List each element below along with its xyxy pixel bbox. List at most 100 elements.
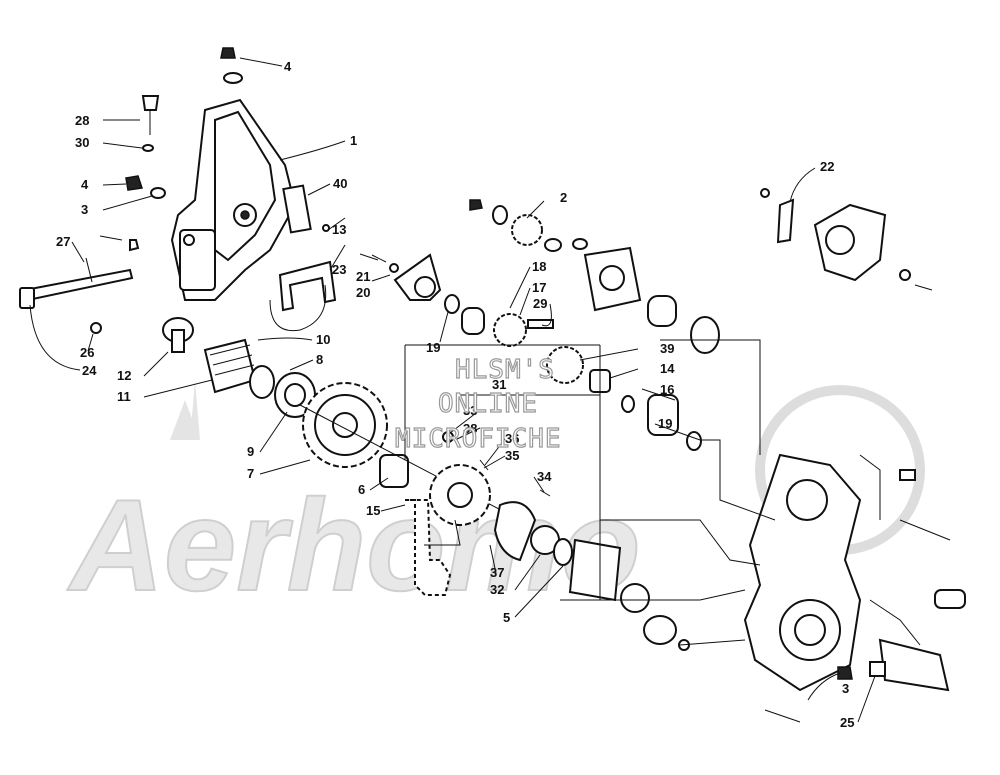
callout-labels: 1 2 3 3 4 4 5 6 7 8 9 10 11 12 13 14 15 … — [56, 59, 854, 730]
callout-19-right: 19 — [658, 416, 672, 431]
callout-14: 14 — [660, 361, 675, 376]
bushing-stem — [171, 329, 185, 353]
callout-39: 39 — [660, 341, 674, 356]
callout-32: 32 — [490, 582, 504, 597]
callout-40: 40 — [333, 176, 347, 191]
washer-19b — [621, 395, 635, 413]
tensioner-bearing — [414, 276, 436, 298]
spring-washer-hole — [284, 383, 306, 407]
cover-bolt — [99, 235, 123, 241]
callout-37: 37 — [490, 565, 504, 580]
shift-shaft — [23, 268, 134, 302]
gearcase-lower-bore — [794, 614, 826, 646]
gearcase-group — [743, 453, 966, 723]
dipstick-cap — [141, 95, 160, 111]
gearcase-upper-boss — [786, 479, 828, 521]
seal-lower — [553, 538, 573, 566]
idler-shaft — [647, 394, 679, 436]
chaincase-cover-group — [19, 47, 337, 334]
callout-24: 24 — [82, 363, 97, 378]
vent-fitting — [899, 469, 916, 481]
bearing-plate-bore — [599, 265, 625, 291]
idler-gear — [493, 313, 527, 347]
callout-9: 9 — [247, 444, 254, 459]
callout-25: 25 — [840, 715, 854, 730]
upper-washer — [492, 205, 508, 225]
callout-26: 26 — [80, 345, 94, 360]
callout-3-left: 3 — [81, 202, 88, 217]
callout-35: 35 — [505, 448, 519, 463]
lock-washer — [442, 431, 454, 443]
o-ring — [142, 144, 154, 152]
watermark-castle-icon — [170, 380, 200, 440]
watermark-text: HLSM'S ONLINE MICROFICHE — [394, 354, 562, 454]
lower-bearing — [620, 583, 650, 613]
callout-19-left: 19 — [426, 340, 440, 355]
brake-pad-bracket — [776, 198, 795, 244]
tensioner-washer — [389, 263, 399, 273]
reverse-gear — [546, 346, 584, 384]
callout-3-lower: 3 — [842, 681, 849, 696]
callout-27: 27 — [56, 234, 70, 249]
watermark-line-3: MICROFICHE — [395, 424, 562, 454]
callout-13: 13 — [332, 222, 346, 237]
callout-5: 5 — [503, 610, 510, 625]
callout-16: 16 — [660, 382, 674, 397]
short-bolt — [479, 459, 489, 471]
callout-30: 30 — [75, 135, 89, 150]
brake-disc-segment — [493, 501, 537, 562]
caliper-nut — [760, 188, 770, 198]
callout-38: 38 — [463, 421, 477, 436]
cover-nut — [125, 175, 143, 191]
callout-18: 18 — [532, 259, 546, 274]
upper-sprocket — [511, 214, 543, 246]
callout-29: 29 — [533, 296, 547, 311]
caliper-washer — [899, 269, 911, 281]
upper-bearing — [647, 295, 677, 327]
small-screw — [322, 224, 330, 232]
callout-23: 23 — [332, 262, 346, 277]
callout-31: 31 — [492, 377, 506, 392]
set-screw — [539, 489, 551, 497]
callout-11: 11 — [117, 389, 131, 404]
gear-train-group — [359, 199, 720, 451]
watermark-line-2: ONLINE — [438, 389, 538, 419]
idler-pin — [527, 319, 554, 329]
upper-collar — [572, 238, 588, 250]
callout-2: 2 — [560, 190, 567, 205]
bracket — [278, 260, 337, 312]
cover-bearing-hole — [240, 210, 250, 220]
callout-21: 21 — [356, 269, 370, 284]
caliper-bolt — [914, 284, 933, 291]
star-washer — [129, 239, 140, 252]
cover-washer — [150, 187, 166, 199]
nut-small — [90, 322, 102, 334]
gasket-pad — [282, 184, 312, 234]
callout-12: 12 — [117, 368, 131, 383]
callout-4-top: 4 — [284, 59, 292, 74]
upper-spacer — [544, 238, 562, 252]
lower-seal-ring — [643, 615, 677, 645]
bottom-bolt — [764, 709, 801, 723]
caliper-bore — [825, 225, 855, 255]
callout-28: 28 — [75, 113, 89, 128]
upper-seal — [690, 316, 720, 354]
washer-top — [223, 72, 243, 84]
cover-inner-face — [214, 110, 277, 262]
driven-stack-group — [162, 317, 573, 596]
callout-10: 10 — [316, 332, 330, 347]
washer-19a — [444, 294, 460, 314]
lower-sprocket-hub — [447, 482, 473, 508]
shaft-stub — [934, 589, 966, 609]
lower-bearing-plate — [568, 538, 622, 602]
callout-15: 15 — [366, 503, 380, 518]
roll-pin — [85, 257, 93, 283]
leader-lines — [29, 57, 921, 723]
bottom-nut — [837, 666, 853, 680]
lower-bearing-group — [568, 538, 690, 651]
callout-7: 7 — [247, 466, 254, 481]
spring-coils — [209, 344, 255, 376]
callout-34: 34 — [537, 469, 552, 484]
idler-roller — [461, 307, 485, 335]
